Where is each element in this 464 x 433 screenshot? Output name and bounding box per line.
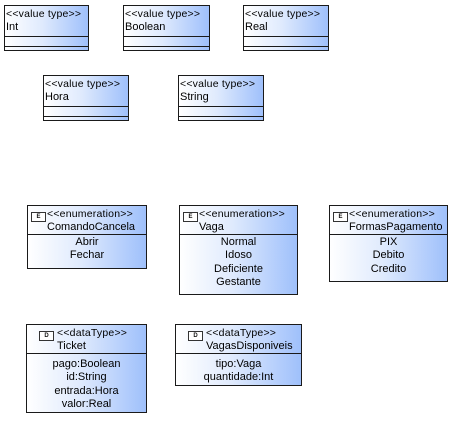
value-type-header: <<value type>> Int	[5, 6, 88, 37]
compartment	[244, 47, 328, 55]
enum-literal: Fechar	[69, 249, 105, 262]
value-type-string[interactable]: <<value type>> String	[178, 75, 264, 121]
datatype-vagas-disponiveis[interactable]: D <<dataType>> VagasDisponiveis tipo:Vag…	[175, 324, 302, 386]
enumeration-icon: E	[31, 212, 46, 222]
enum-literal: Gestante	[216, 275, 261, 288]
compartment	[44, 117, 128, 125]
enumeration-icon: E	[183, 212, 198, 222]
type-name: Int	[6, 21, 19, 33]
value-type-int[interactable]: <<value type>> Int	[4, 5, 89, 51]
value-type-header: <<value type>> String	[179, 76, 263, 107]
enumeration-name: FormasPagamento	[349, 221, 443, 233]
enumeration-name: ComandoCancela	[47, 221, 136, 233]
attributes-compartment: tipo:Vaga quantidade:Int	[176, 354, 301, 385]
enumeration-header: E <<enumeration>> ComandoCancela	[28, 206, 146, 235]
enum-literal: Idoso	[225, 249, 252, 262]
compartment	[124, 47, 209, 55]
type-name: String	[180, 91, 209, 103]
enumeration-icon: E	[333, 212, 348, 222]
type-name: Boolean	[125, 21, 166, 33]
stereotype-label: <<enumeration>>	[47, 208, 133, 220]
literals-compartment: Normal Idoso Deficiente Gestante	[180, 235, 297, 289]
enum-literal: Abrir	[75, 236, 99, 248]
enum-literal: Credito	[370, 262, 407, 275]
type-name: Real	[245, 21, 268, 33]
enumeration-comando-cancela[interactable]: E <<enumeration>> ComandoCancela Abrir F…	[27, 205, 147, 269]
value-type-real[interactable]: <<value type>> Real	[243, 5, 329, 51]
enum-literal: Normal	[220, 236, 257, 248]
compartment	[179, 117, 263, 125]
datatype-header: D <<dataType>> VagasDisponiveis	[176, 325, 301, 354]
value-type-hora[interactable]: <<value type>> Hora	[43, 75, 129, 121]
attribute: quantidade:Int	[203, 371, 274, 384]
datatype-icon: D	[39, 331, 54, 341]
datatype-header: D <<dataType>> Ticket	[27, 325, 146, 354]
stereotype-label: <<value type>>	[125, 8, 201, 20]
attribute: valor:Real	[61, 397, 112, 410]
type-name: Hora	[45, 91, 69, 103]
compartment	[179, 107, 263, 117]
enum-literal: Debito	[372, 249, 405, 262]
datatype-icon: D	[188, 331, 203, 341]
enumeration-formas-pagamento[interactable]: E <<enumeration>> FormasPagamento PIX De…	[329, 205, 448, 282]
compartment	[44, 107, 128, 117]
enumeration-header: E <<enumeration>> FormasPagamento	[330, 206, 447, 235]
value-type-header: <<value type>> Hora	[44, 76, 128, 107]
enumeration-name: Vaga	[199, 221, 224, 233]
compartment	[5, 37, 88, 47]
literals-compartment: PIX Debito Credito	[330, 235, 447, 276]
stereotype-label: <<enumeration>>	[349, 208, 435, 220]
stereotype-label: <<value type>>	[245, 8, 321, 20]
stereotype-label: <<value type>>	[180, 78, 256, 90]
stereotype-label: <<value type>>	[45, 78, 121, 90]
datatype-ticket[interactable]: D <<dataType>> Ticket pago:Boolean id:St…	[26, 324, 147, 413]
enumeration-vaga[interactable]: E <<enumeration>> Vaga Normal Idoso Defi…	[179, 205, 298, 295]
compartment	[124, 37, 209, 47]
literals-compartment: Abrir Fechar	[28, 235, 146, 263]
compartment	[5, 47, 88, 55]
enumeration-header: E <<enumeration>> Vaga	[180, 206, 297, 235]
attribute: id:String	[66, 371, 107, 384]
attributes-compartment: pago:Boolean id:String entrada:Hora valo…	[27, 354, 146, 411]
stereotype-label: <<dataType>>	[206, 327, 277, 339]
stereotype-label: <<value type>>	[6, 8, 82, 20]
stereotype-label: <<enumeration>>	[199, 208, 285, 220]
attribute: pago:Boolean	[52, 358, 121, 370]
stereotype-label: <<dataType>>	[57, 327, 128, 339]
attribute: tipo:Vaga	[215, 358, 262, 370]
datatype-name: VagasDisponiveis	[206, 340, 293, 352]
enum-literal: Deficiente	[214, 262, 263, 275]
datatype-name: Ticket	[57, 340, 86, 352]
attribute: entrada:Hora	[54, 384, 119, 397]
value-type-header: <<value type>> Boolean	[124, 6, 209, 37]
value-type-boolean[interactable]: <<value type>> Boolean	[123, 5, 210, 51]
value-type-header: <<value type>> Real	[244, 6, 328, 37]
compartment	[244, 37, 328, 47]
enum-literal: PIX	[379, 236, 398, 248]
